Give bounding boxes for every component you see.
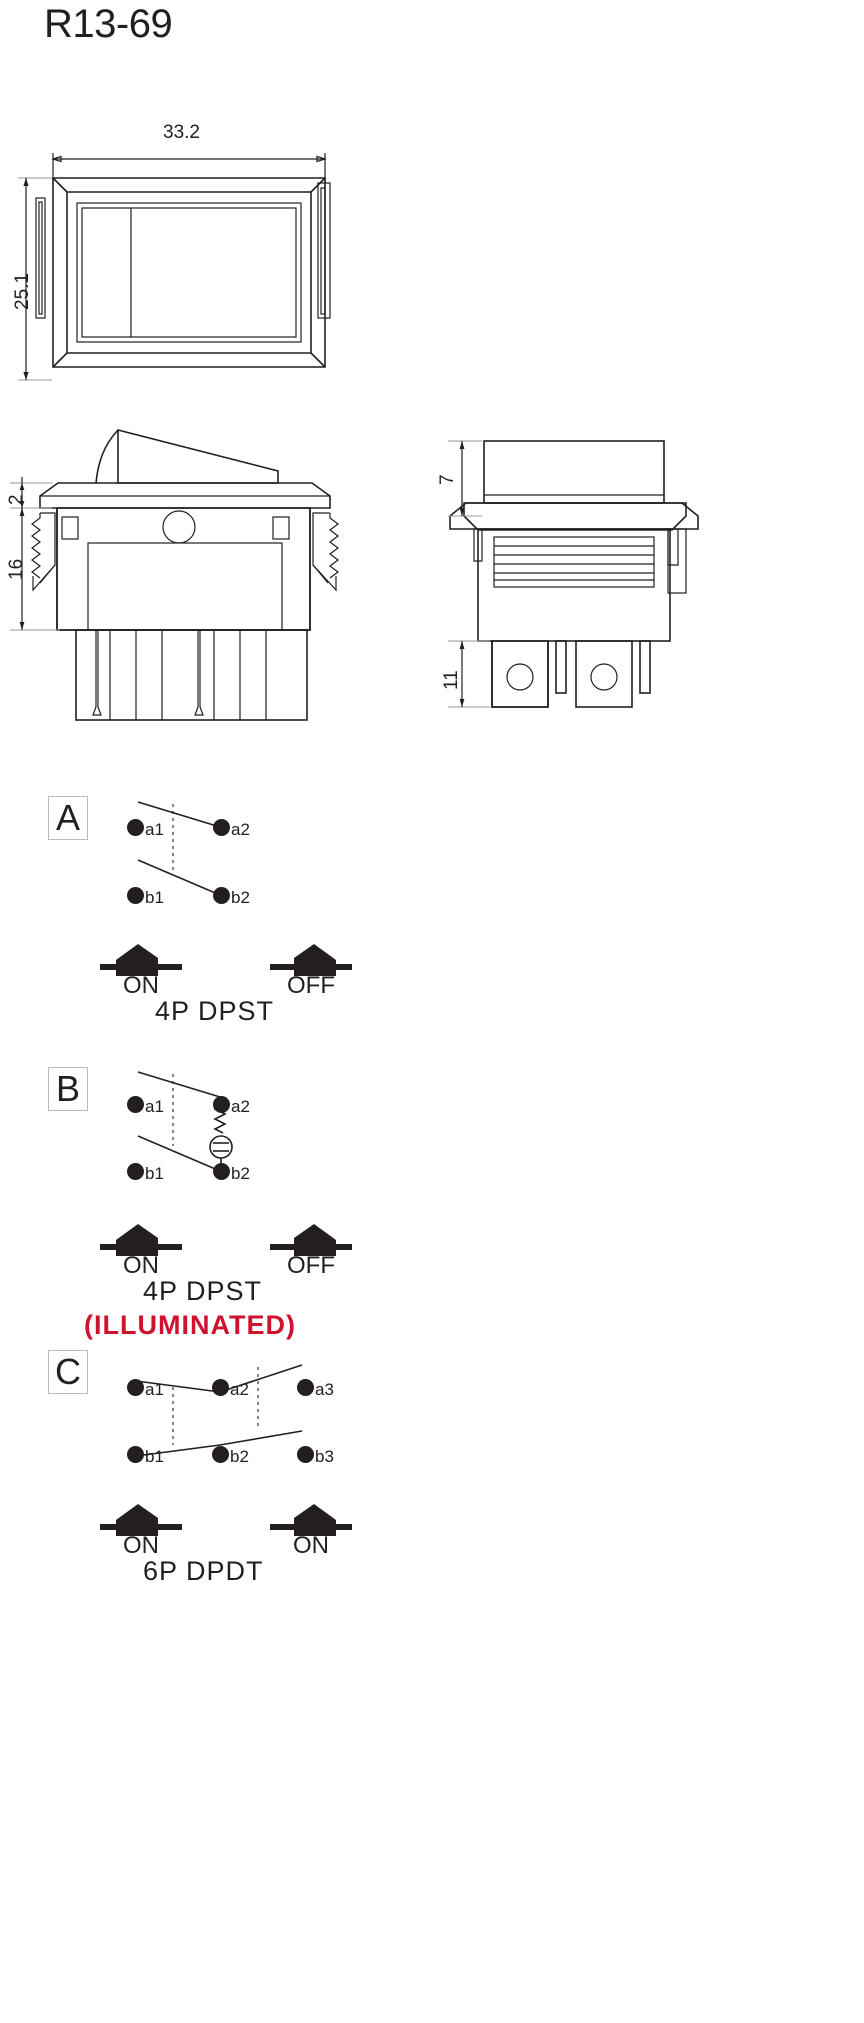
state-label-on-b: ON	[123, 1252, 159, 1279]
mounting-ear-left	[35, 197, 46, 319]
rocker-icon-off-b	[266, 1218, 356, 1258]
terminal-label-c-a3: a3	[315, 1380, 334, 1399]
terminal-dot-b-a1	[127, 1096, 144, 1113]
state-label-off-b: OFF	[287, 1252, 335, 1279]
terminal-label-b2: b2	[231, 888, 250, 907]
terminal-dot-a1	[127, 819, 144, 836]
circuit-letter-b: B	[48, 1067, 88, 1111]
circuit-title-c: 6P DPDT	[143, 1556, 264, 1586]
state-label-off-a: OFF	[287, 972, 335, 999]
contact-bar-a-bottom	[137, 859, 221, 896]
dimension-11	[448, 640, 490, 708]
terminal-dot-a2	[213, 819, 230, 836]
circuit-title-a: 4P DPST	[155, 996, 275, 1026]
state-label-on-a: ON	[123, 972, 159, 999]
circuit-schematic-a	[120, 790, 370, 920]
panel-top-view	[0, 120, 370, 405]
side-boss-right	[667, 528, 687, 594]
circuit-letter-c-text: C	[55, 1351, 81, 1392]
contact-bar-c-top-right	[219, 1364, 303, 1393]
terminal-dot-c-a3	[297, 1379, 314, 1396]
terminal-dot-b2	[213, 887, 230, 904]
contact-bar-b-bottom	[137, 1135, 221, 1172]
terminal-block	[75, 629, 308, 721]
side-section-view	[0, 415, 380, 725]
circuit-schematic-c	[120, 1345, 390, 1475]
rocker-actuator-profile	[95, 428, 279, 484]
terminal-dot-c-a1	[127, 1379, 144, 1396]
terminal-dot-b1	[127, 887, 144, 904]
dimension-label-11: 11	[441, 670, 462, 690]
rocker-icon-on-c-left	[96, 1498, 186, 1538]
contact-bar-c-top-left	[135, 1380, 221, 1393]
contact-bar-a-top	[137, 801, 221, 828]
rocker-icon-on-c-right	[266, 1498, 356, 1538]
dimension-label-2: 2	[6, 494, 27, 505]
circuit-letter-a: A	[48, 796, 88, 840]
circuit-subtitle-b: (ILLUMINATED)	[84, 1310, 296, 1340]
switch-body-profile	[56, 507, 311, 631]
dimension-label-33-2: 33.2	[163, 122, 200, 143]
terminal-label-c-a1: a1	[145, 1380, 164, 1399]
dimension-16	[10, 508, 60, 631]
dimension-7	[448, 440, 482, 517]
terminal-dot-b-b2	[213, 1163, 230, 1180]
terminal-label-b-b2: b2	[231, 1164, 250, 1183]
rocker-icon-off-a	[266, 938, 356, 978]
terminal-label-c-a2: a2	[230, 1380, 249, 1399]
terminal-label-b-a1: a1	[145, 1097, 164, 1116]
terminal-label-c-b2: b2	[230, 1447, 249, 1466]
rocker-icon-on-b	[96, 1218, 186, 1258]
switch-body-end	[477, 528, 671, 642]
dimension-label-16: 16	[6, 558, 27, 580]
terminal-dot-c-b2	[212, 1446, 229, 1463]
contact-bar-b-top	[137, 1071, 221, 1098]
terminal-label-b-a2: a2	[231, 1097, 250, 1116]
terminal-label-c-b3: b3	[315, 1447, 334, 1466]
bezel-outline	[52, 177, 326, 368]
terminal-label-b-b1: b1	[145, 1164, 164, 1183]
contact-bar-c-bottom-left	[135, 1444, 221, 1457]
terminal-label-c-b1: b1	[145, 1447, 164, 1466]
terminal-label-b1: b1	[145, 888, 164, 907]
rocker-icon-on-a	[96, 938, 186, 978]
terminal-dot-c-b3	[297, 1446, 314, 1463]
terminal-dot-b-a2	[213, 1096, 230, 1113]
terminal-dot-b-b1	[127, 1163, 144, 1180]
terminal-tabs	[491, 640, 651, 708]
dimension-label-7: 7	[437, 474, 458, 485]
contact-bar-c-bottom-right	[219, 1430, 303, 1446]
bezel-flange-end	[449, 502, 699, 531]
bezel-flange	[39, 482, 331, 509]
state-label-on-c-left: ON	[123, 1532, 159, 1559]
terminal-label-a1: a1	[145, 820, 164, 839]
end-view	[430, 415, 860, 725]
dimension-2	[10, 477, 52, 514]
page-title: R13-69	[44, 2, 173, 46]
bezel-inner-frame	[76, 202, 302, 343]
circuit-title-b: 4P DPST	[143, 1276, 263, 1306]
mounting-ear-right	[317, 182, 331, 319]
terminal-dot-c-a2	[212, 1379, 229, 1396]
side-boss-left	[473, 528, 483, 562]
dimension-25-1	[18, 177, 52, 381]
snap-clip-left	[31, 512, 56, 592]
actuator-cap	[483, 440, 665, 504]
circuit-letter-c: C	[48, 1350, 88, 1394]
state-label-on-c-right: ON	[293, 1532, 329, 1559]
snap-clip-right	[312, 512, 339, 592]
dimension-label-25-1: 25.1	[12, 273, 33, 310]
terminal-dot-c-b1	[127, 1446, 144, 1463]
dimension-33-2	[51, 153, 327, 182]
terminal-label-a2: a2	[231, 820, 250, 839]
